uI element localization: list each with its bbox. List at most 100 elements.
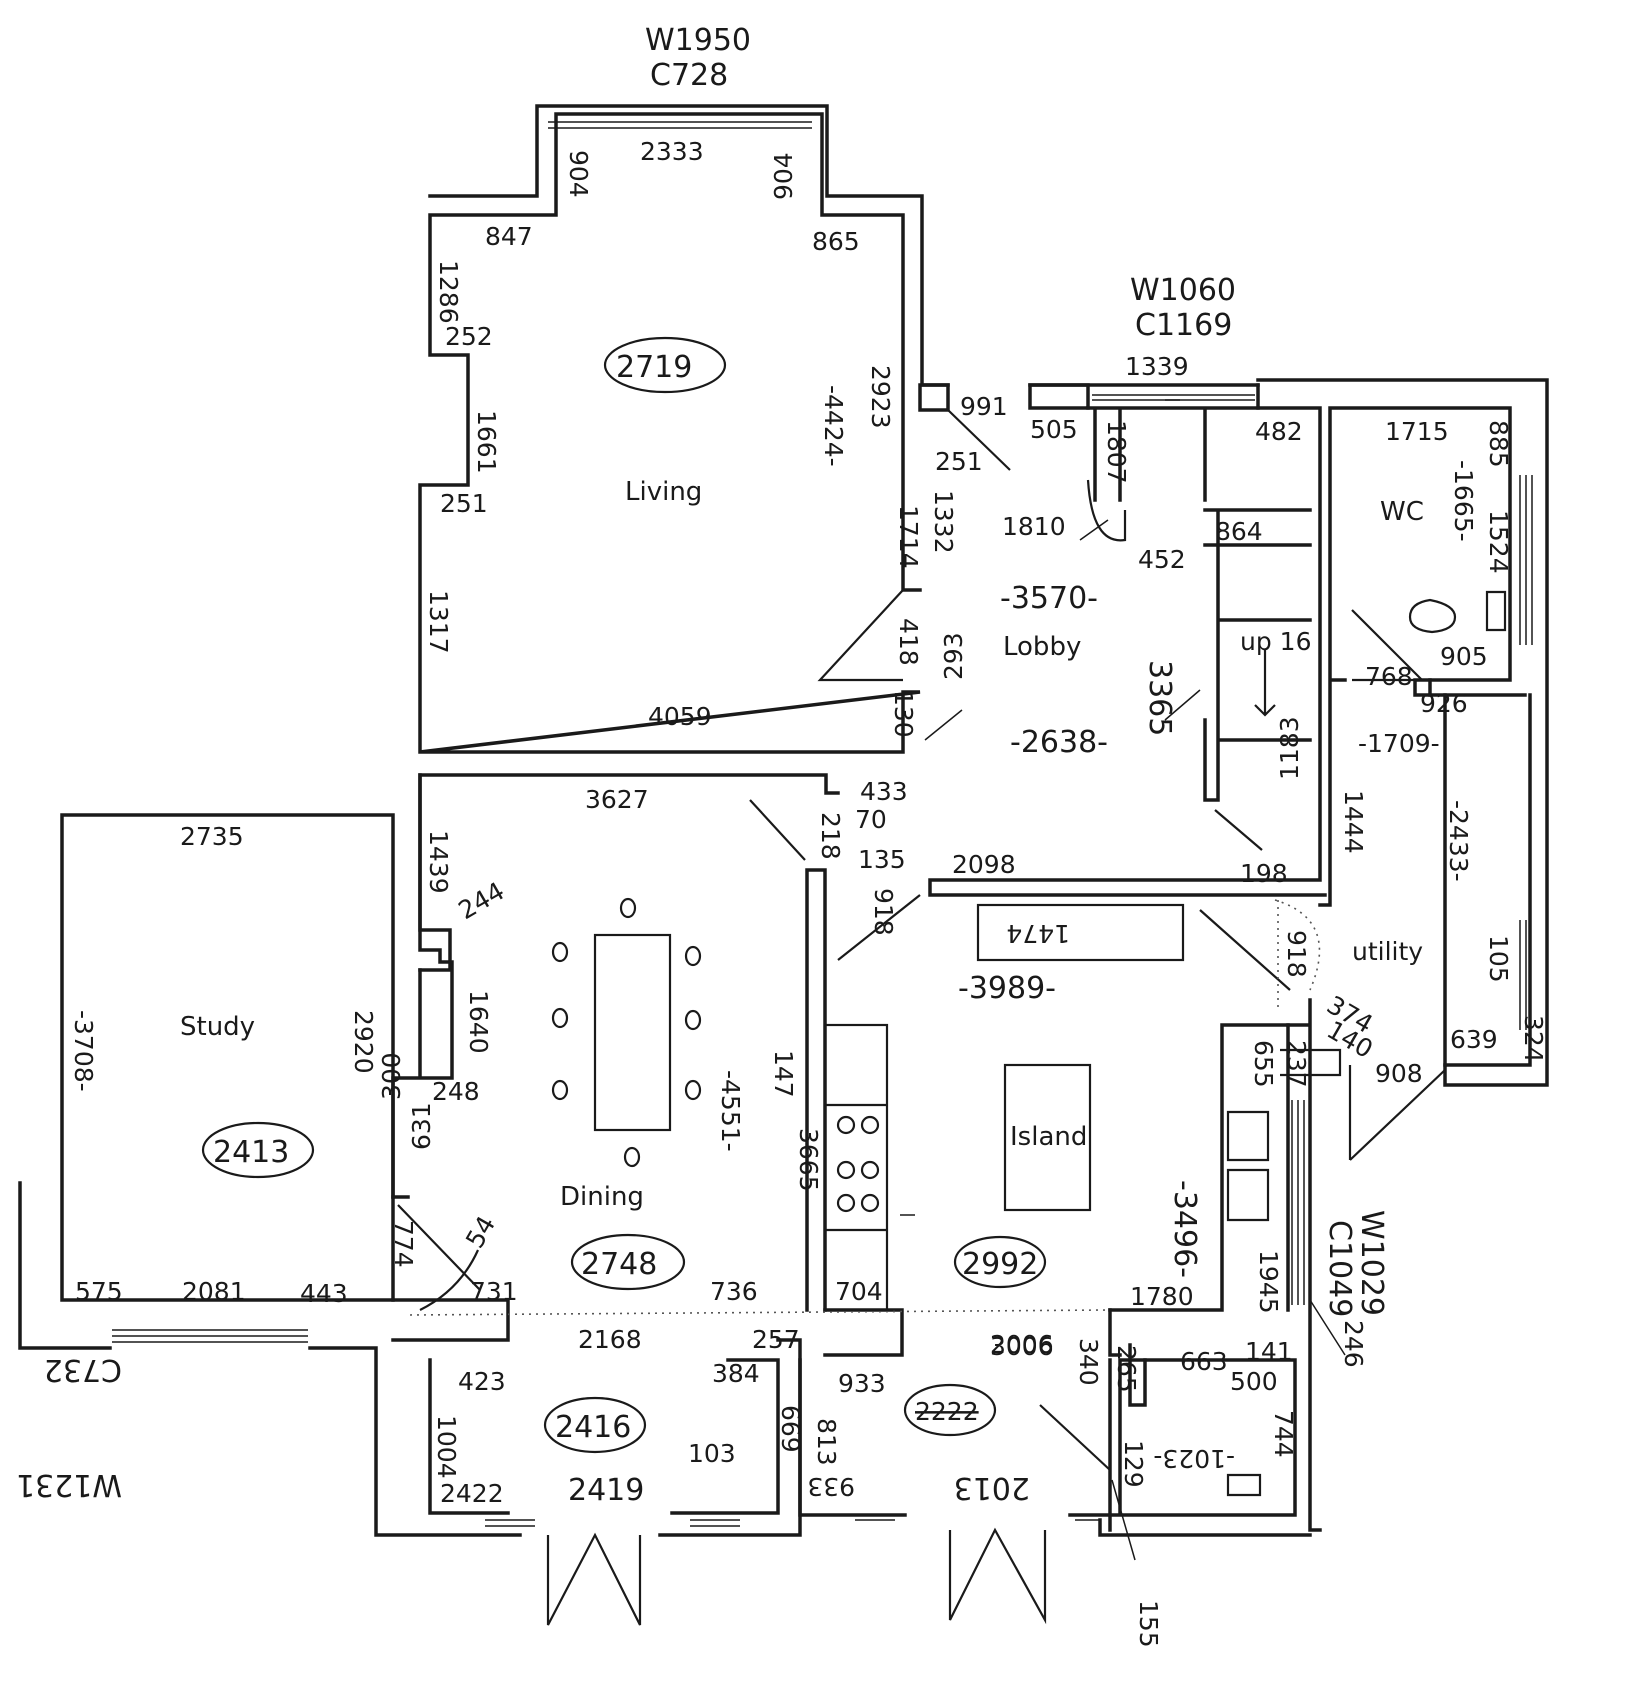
dim: 2006	[990, 1330, 1054, 1359]
stair-up-label: up 16	[1240, 627, 1311, 656]
dim: 129	[1119, 1440, 1148, 1488]
dim: 324	[1519, 1015, 1548, 1063]
dim: 293	[939, 632, 968, 680]
dim: 257	[752, 1325, 800, 1354]
room-labels: Living 2719 Lobby up 16 WC utility Study…	[180, 336, 1424, 1454]
dim: -2433-	[1444, 800, 1473, 882]
dim: -3989-	[958, 971, 1056, 1006]
wc-walls	[1318, 406, 1527, 907]
window-labels: W1950 C728 W1060 C1169 C732 W1231 W1029 …	[16, 23, 1389, 1502]
dim: 933	[807, 1472, 855, 1501]
dim: 4059	[648, 702, 712, 731]
dim: 135	[858, 845, 906, 874]
dim: 500	[1230, 1367, 1278, 1396]
dim: 2419	[568, 1473, 644, 1508]
dim: 904	[769, 152, 798, 200]
dimensions: 2333 904 904 847 865 1286 252 1661 251 1…	[69, 137, 1548, 1648]
shelf	[1226, 1473, 1262, 1497]
room-height-dining: 2748	[581, 1247, 657, 1282]
room-name-dining: Dining	[560, 1182, 644, 1212]
dim: 452	[1138, 545, 1186, 574]
dim: 248	[432, 1077, 480, 1106]
study-outer-wall	[18, 1181, 522, 1537]
dim: 2735	[180, 822, 244, 851]
dim: 663	[1180, 1347, 1228, 1376]
dim: 418	[894, 618, 923, 666]
kitchen-window-glass	[1291, 1100, 1305, 1305]
dim: 1339	[1125, 352, 1189, 381]
chair	[619, 897, 637, 919]
dim: -3708-	[69, 1010, 98, 1092]
window-height-bay: C728	[650, 58, 728, 93]
room-name-wc: WC	[1380, 497, 1424, 527]
lobby-stair	[1086, 406, 1312, 802]
dim: 141	[1245, 1337, 1293, 1366]
dim: 1183	[1275, 716, 1304, 780]
utility-door	[1348, 1065, 1446, 1161]
dim: 251	[935, 447, 983, 476]
room-name-living: Living	[625, 477, 702, 507]
dim: 669	[776, 1405, 805, 1453]
dining-front-opening	[409, 1309, 1111, 1316]
dim: 904	[564, 150, 593, 198]
dim: 3006	[990, 1332, 1054, 1361]
dim: 1640	[464, 990, 493, 1054]
dim: 2081	[182, 1277, 246, 1306]
dim: 736	[710, 1277, 758, 1306]
utility-unit	[1280, 1048, 1342, 1077]
dim: 54	[460, 1211, 501, 1253]
dim: 265	[1112, 1345, 1141, 1393]
chair	[551, 1007, 569, 1029]
dim: 847	[485, 222, 533, 251]
dim: 147	[769, 1050, 798, 1098]
living-door	[817, 589, 904, 682]
island-label: Island	[1010, 1122, 1087, 1152]
dim: 885	[1484, 420, 1513, 468]
windows	[112, 121, 1533, 1527]
height-badge-front-left	[543, 1396, 647, 1454]
dim: 908	[1375, 1059, 1423, 1088]
dim: 505	[1030, 415, 1078, 444]
dim: 384	[712, 1359, 760, 1388]
utility-inner-door	[1199, 909, 1291, 991]
dim: 918	[1282, 930, 1311, 978]
wc-toilet	[1408, 590, 1507, 634]
window-width-study: W1231	[16, 1467, 122, 1502]
dim: 155	[1134, 1600, 1163, 1648]
stair-arrow	[1254, 650, 1276, 717]
dim: 2098	[952, 850, 1016, 879]
dining-south-wall	[391, 1195, 510, 1342]
room-name-utility: utility	[1352, 937, 1423, 966]
utility-window-glass	[1519, 920, 1527, 1030]
dim: 991	[960, 392, 1008, 421]
dim: -4424-	[819, 385, 848, 467]
walls	[18, 104, 1549, 1537]
window-height-lobby: C1169	[1135, 308, 1232, 343]
utility-walls	[1428, 678, 1447, 1067]
front-right-door	[1039, 1404, 1111, 1471]
room-height-living: 2719	[616, 350, 692, 385]
dim: 103	[688, 1439, 736, 1468]
lobby-entry-door	[947, 409, 1011, 471]
study-walls	[60, 813, 395, 1302]
leader	[900, 399, 1346, 1561]
dim: 731	[470, 1277, 518, 1306]
height-badge-front-right	[903, 1383, 997, 1437]
kitchen-walls	[823, 1023, 1290, 1357]
dim: -2638-	[1010, 725, 1108, 760]
dining-door	[749, 799, 806, 861]
chair	[623, 1146, 641, 1168]
dim: 865	[812, 227, 860, 256]
openings	[409, 900, 1279, 1316]
dim: 1945	[1254, 1250, 1283, 1314]
dim: 1810	[1002, 512, 1066, 541]
dim: -4551-	[716, 1070, 745, 1152]
kitchen-door	[837, 894, 921, 961]
dim: 300	[377, 1052, 406, 1100]
dim: 2923	[866, 365, 895, 429]
dim: 3365	[1142, 660, 1177, 736]
dim: 655	[1249, 1040, 1278, 1088]
dim: 1317	[424, 590, 453, 654]
